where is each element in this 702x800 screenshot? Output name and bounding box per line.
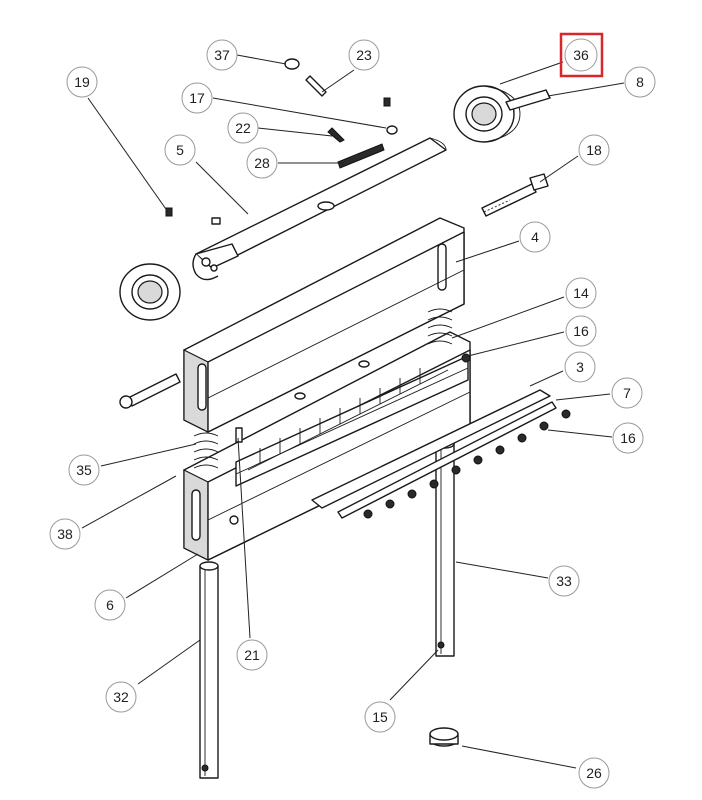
callout-18-label: 18 — [586, 142, 602, 158]
callout-36-label: 36 — [573, 47, 589, 63]
leader-33 — [455, 561, 549, 579]
bearing-36 — [453, 85, 521, 143]
callout-23[interactable]: 23 — [348, 39, 380, 71]
bolt-left — [119, 373, 181, 409]
callout-3-label: 3 — [576, 359, 584, 375]
small-parts — [165, 58, 459, 747]
leader-4 — [455, 240, 520, 263]
callout-37-label: 37 — [214, 47, 230, 63]
callout-32[interactable]: 32 — [105, 681, 137, 713]
leader-7 — [555, 393, 611, 401]
callout-8[interactable]: 8 — [624, 66, 656, 98]
callout-17-label: 17 — [189, 90, 205, 106]
callout-16-upper[interactable]: 16 — [565, 315, 597, 347]
callouts: 36 37 23 8 19 17 22 5 — [49, 32, 656, 789]
callout-28-label: 28 — [254, 155, 270, 171]
callout-32-label: 32 — [113, 689, 129, 705]
callout-4-label: 4 — [531, 229, 539, 245]
callout-5[interactable]: 5 — [164, 134, 196, 166]
leader-15 — [389, 649, 439, 701]
callout-37[interactable]: 37 — [206, 39, 238, 71]
callout-17[interactable]: 17 — [181, 82, 213, 114]
parts-drawing — [119, 58, 571, 779]
callout-38[interactable]: 38 — [49, 518, 81, 550]
callout-15[interactable]: 15 — [364, 701, 396, 733]
callout-14-label: 14 — [573, 285, 589, 301]
callout-3[interactable]: 3 — [564, 351, 596, 383]
callout-14[interactable]: 14 — [565, 277, 597, 309]
callout-26-label: 26 — [586, 765, 602, 781]
leader-21 — [237, 437, 251, 639]
callout-28[interactable]: 28 — [246, 147, 278, 179]
spring-35 — [193, 432, 219, 469]
spring-14 — [427, 308, 453, 345]
callout-35[interactable]: 35 — [68, 454, 100, 486]
callout-15-label: 15 — [372, 709, 388, 725]
callout-36-highlight-box — [559, 32, 604, 78]
shaft-8 — [505, 89, 551, 111]
callout-21[interactable]: 21 — [236, 639, 268, 671]
callout-22[interactable]: 22 — [227, 112, 259, 144]
callout-19-label: 19 — [74, 74, 90, 90]
bolt-18 — [481, 173, 549, 217]
callout-16-lower[interactable]: 16 — [612, 422, 644, 454]
callout-18[interactable]: 18 — [578, 134, 610, 166]
callout-8-label: 8 — [636, 74, 644, 90]
callout-35-label: 35 — [76, 462, 92, 478]
leader-17 — [212, 97, 387, 129]
leader-5 — [195, 161, 249, 215]
leader-36 — [499, 61, 564, 85]
leader-35 — [100, 443, 197, 467]
leader-8 — [547, 82, 625, 97]
beam-4 — [183, 217, 465, 433]
leader-32 — [137, 639, 201, 685]
leader-16a — [467, 331, 565, 357]
callout-16-lower-label: 16 — [620, 430, 636, 446]
leader-3 — [529, 370, 564, 387]
comb-teeth — [247, 368, 449, 471]
callout-5-label: 5 — [176, 142, 184, 158]
callout-23-label: 23 — [356, 47, 372, 63]
callout-22-label: 22 — [235, 120, 251, 136]
callout-6-label: 6 — [106, 597, 114, 613]
callout-19[interactable]: 19 — [66, 66, 98, 98]
callout-4[interactable]: 4 — [519, 221, 551, 253]
callout-7-label: 7 — [623, 385, 631, 401]
leader-16b — [547, 429, 613, 438]
callout-21-label: 21 — [244, 647, 260, 663]
leader-38 — [81, 475, 177, 529]
leader-14 — [451, 296, 565, 339]
strip-7 — [311, 389, 557, 519]
leader-37 — [236, 54, 287, 65]
leader-22 — [257, 127, 333, 137]
tube-5 — [192, 137, 447, 281]
leg-33 — [435, 439, 455, 657]
callout-7[interactable]: 7 — [611, 377, 643, 409]
leader-lines — [81, 54, 625, 769]
callout-6[interactable]: 6 — [94, 589, 126, 621]
leader-26 — [461, 745, 577, 769]
callout-33[interactable]: 33 — [548, 565, 580, 597]
callout-36[interactable]: 36 — [564, 38, 598, 72]
leader-23 — [321, 69, 355, 93]
callout-33-label: 33 — [556, 573, 572, 589]
leader-6 — [125, 553, 199, 599]
leader-19 — [87, 97, 169, 213]
leader-18 — [539, 155, 579, 183]
bearing-left — [119, 263, 181, 321]
callout-38-label: 38 — [57, 526, 73, 542]
callout-26[interactable]: 26 — [578, 757, 610, 789]
callout-16-upper-label: 16 — [573, 323, 589, 339]
leg-32 — [199, 561, 219, 779]
